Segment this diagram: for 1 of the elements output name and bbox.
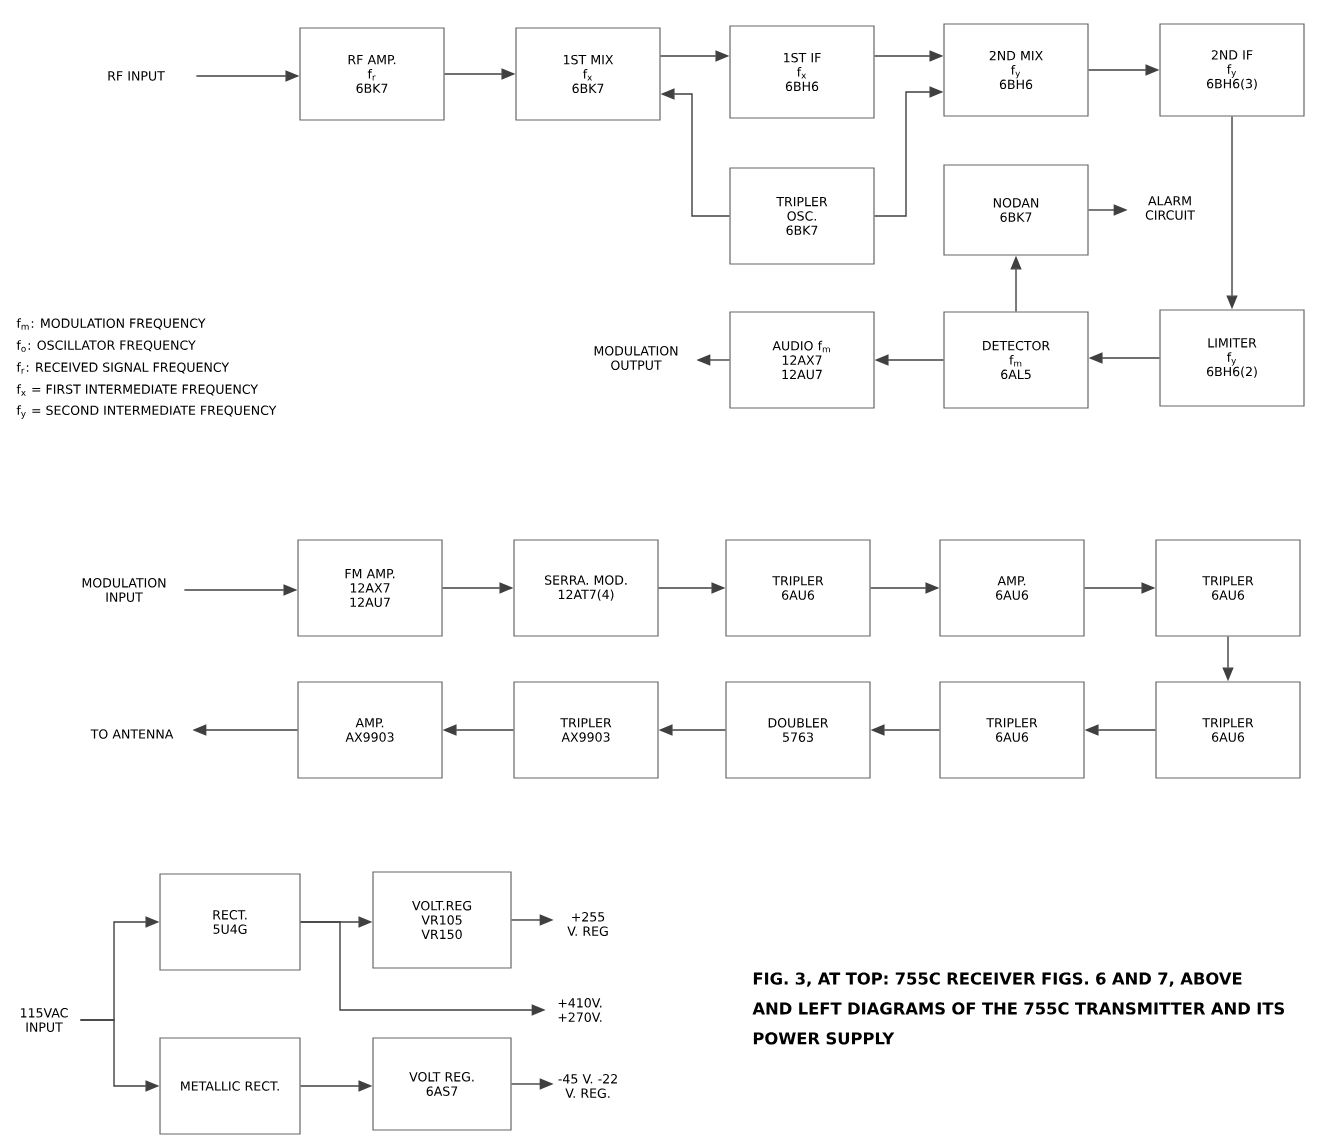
caption: FIG. 3, AT TOP: 755C RECEIVER FIGS. 6 AND 7, ABOVE AND LEFT DIAGRAMS OF THE 755C TRANSMITTER AND ITS POWER SUPPLY bbox=[752, 972, 1284, 1045]
